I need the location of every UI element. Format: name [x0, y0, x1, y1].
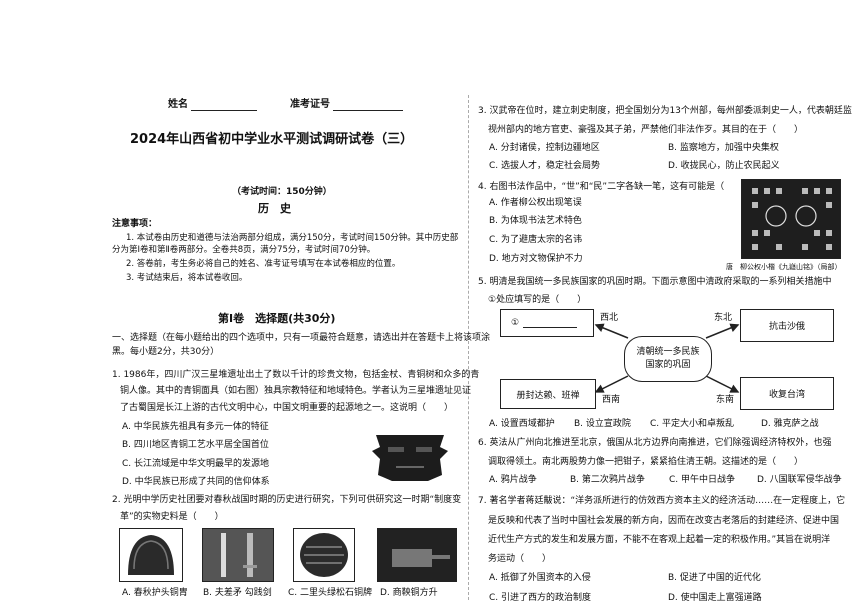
page-title: 2024年山西省初中学业水平测试调研试卷（三） — [130, 132, 414, 147]
diagram-box-taiwan: 收复台湾 — [740, 377, 834, 410]
q5-option-a[interactable]: A. 设置西域都护 — [489, 419, 555, 429]
q2-caption-c[interactable]: C. 二里头绿松石铜牌 — [288, 588, 373, 598]
diagram-box-1[interactable]: ① — [500, 309, 594, 337]
q5-stem: 5. 明清是我国统一多民族国家的巩固时期。下面示意图中清政府采取的一系列相关措施… — [478, 277, 832, 287]
note-line: 3. 考试结束后，将本试卷收回。 — [126, 273, 248, 283]
name-label: 姓名 — [168, 99, 188, 110]
bronze-measure-image — [377, 528, 457, 582]
q4-option-d[interactable]: D. 地方对文物保护不力 — [489, 254, 583, 264]
section-intro: 黑。每小题2分，共30分） — [112, 347, 220, 357]
time-note: （考试时间：150分钟） — [232, 187, 332, 197]
q3-option-c[interactable]: C. 选拔人才，稳定社会局势 — [489, 161, 601, 171]
section-title: 第Ⅰ卷 选择题(共30分) — [218, 312, 336, 325]
q6-option-b[interactable]: B. 第二次鸦片战争 — [570, 475, 645, 485]
column-divider — [468, 95, 469, 600]
q5-option-d[interactable]: D. 雅克萨之战 — [761, 419, 819, 429]
box-label: 册封达赖、班禅 — [516, 390, 580, 401]
notes-heading: 注意事项： — [112, 219, 158, 229]
direction-northeast: 东北 — [714, 313, 733, 323]
center-label-line: 国家的巩固 — [645, 360, 691, 370]
note-line: 1. 本试卷由历史和道德与法治两部分组成，满分150分，考试时间150分钟。其中… — [126, 233, 459, 243]
helmet-image — [119, 528, 183, 582]
q3-option-d[interactable]: D. 收拢民心，防止农民起义 — [668, 161, 780, 171]
q1-stem: 1. 1986年，四川广汉三星堆遗址出土了数以千计的珍贵文物，包括金杖、青铜树和… — [112, 370, 480, 380]
q1-stem: 铜人像。其中的青铜面具（如右图）独具宗教特征和地域特色。学者认为三星堆遗址见证 — [120, 386, 472, 396]
q2-caption-a[interactable]: A. 春秋护头铜胄 — [122, 588, 188, 598]
diagram-center-node: 清朝统一多民族 国家的巩固 — [624, 336, 712, 382]
section-intro: 一、选择题（在每小题给出的四个选项中，只有一项最符合题意，请选出并在答题卡上将该… — [112, 333, 491, 343]
center-label-line: 清朝统一多民族 — [636, 347, 700, 357]
q4-option-b[interactable]: B. 为体现书法艺术特色 — [489, 216, 582, 226]
q7-option-c[interactable]: C. 引进了西方的政治制度 — [489, 593, 592, 603]
name-field[interactable]: 姓名 — [168, 99, 258, 111]
q6-option-a[interactable]: A. 鸦片战争 — [489, 475, 537, 485]
exam-no-label: 准考证号 — [290, 99, 330, 110]
q1-stem: 了古蜀国是长江上游的古代文明中心，中国文明重要的起源地之一。这说明（ ） — [120, 403, 454, 413]
q4-option-c[interactable]: C. 为了避唐太宗的名讳 — [489, 235, 583, 245]
direction-southeast: 东南 — [716, 395, 735, 405]
q3-option-a[interactable]: A. 分封诸侯，控制边疆地区 — [489, 143, 600, 153]
bronze-mask-image — [372, 435, 448, 481]
note-line: 分为第Ⅰ卷和第Ⅱ卷两部分。全卷共8页，满分75分，考试时间70分钟。 — [112, 245, 376, 255]
q1-option-c[interactable]: C. 长江流域是中华文明最早的发源地 — [122, 459, 270, 469]
q6-option-c[interactable]: C. 甲午中日战争 — [669, 475, 736, 485]
blank-marker: ① — [511, 318, 520, 328]
q3-stem: 视州部内的地方官吏、豪强及其子弟，严禁他们非法作歹。其目的在于（ ） — [488, 125, 804, 135]
q5-option-c[interactable]: C. 平定大小和卓叛乱 — [650, 419, 735, 429]
q5-stem: ①处应填写的是（ ） — [488, 295, 587, 305]
q3-stem: 3. 汉武帝在位时，建立刺史制度，把全国划分为13个州部，每州部委派刺史一人，代… — [478, 106, 852, 116]
q4-option-a[interactable]: A. 作者柳公权出现笔误 — [489, 198, 582, 208]
name-blank[interactable] — [191, 101, 258, 111]
q6-stem: 调取得领土。南北两股势力像一把钳子，紧紧掐住清王朝。这描述的是（ ） — [488, 457, 804, 467]
q3-option-b[interactable]: B. 监察地方，加强中央集权 — [668, 143, 779, 153]
q7-stem: 7. 著名学者蒋廷黻说：“洋务派所进行的仿效西方资本主义的经济活动……在一定程度… — [478, 496, 846, 506]
q2-stem: 革”的实物史料是（ ） — [120, 512, 224, 522]
q7-option-b[interactable]: B. 促进了中国的近代化 — [668, 573, 761, 583]
diagram-box-dalai: 册封达赖、班禅 — [500, 379, 596, 409]
q2-caption-d[interactable]: D. 商鞅铜方升 — [380, 588, 438, 598]
direction-southwest: 西南 — [602, 395, 621, 405]
subject-heading: 历 史 — [258, 202, 291, 215]
q5-option-b[interactable]: B. 设立宣政院 — [574, 419, 631, 429]
q7-stem: 务运动（ ） — [488, 554, 552, 564]
exam-no-field[interactable]: 准考证号 — [290, 99, 404, 111]
note-line: 2. 答卷前，考生务必将自己的姓名、准考证号填写在本试卷相应的位置。 — [126, 259, 401, 269]
turquoise-plaque-image — [293, 528, 355, 582]
q1-option-d[interactable]: D. 中华民族已形成了共同的信仰体系 — [122, 477, 270, 487]
q2-caption-b[interactable]: B. 夫差矛 勾践剑 — [203, 588, 272, 598]
exam-no-blank[interactable] — [333, 101, 404, 111]
box-label: 抗击沙俄 — [768, 322, 805, 332]
diagram-box-resist-russia: 抗击沙俄 — [740, 309, 834, 342]
direction-northwest: 西北 — [600, 313, 619, 323]
q1-option-a[interactable]: A. 中华民族先祖具有多元一体的特征 — [122, 422, 269, 432]
calligraphy-image — [741, 179, 841, 259]
blank-line[interactable] — [523, 319, 578, 328]
spear-sword-image — [202, 528, 274, 582]
q4-image-caption: 唐 柳公权小楷《九嶷山铭》（局部） — [726, 263, 842, 271]
q6-option-d[interactable]: D. 八国联军侵华战争 — [757, 475, 842, 485]
q6-stem: 6. 英法从广州向北推进至北京，俄国从北方边界向南推进，它们除强调经济特权外，也… — [478, 438, 832, 448]
q2-stem: 2. 光明中学历史社团要对春秋战国时期的历史进行研究，下列可供研究这一时期“制度… — [112, 495, 462, 505]
q1-option-b[interactable]: B. 四川地区青铜工艺水平居全国首位 — [122, 440, 269, 450]
q7-option-d[interactable]: D. 使中国走上富强道路 — [668, 593, 762, 603]
q7-option-a[interactable]: A. 抵御了外国资本的入侵 — [489, 573, 591, 583]
q7-stem: 是反映和代表了当时中国社会发展的新方向，因而在改变古老落后的封建经济、促进中国 — [488, 516, 840, 526]
q7-stem: 近代生产方式的发生和发展方面，不能不在客观上起着一定的积极作用。”其旨在说明洋 — [488, 535, 831, 545]
q4-stem: 4. 右图书法作品中，“世”和“民”二字各缺一笔，这有可能是（ ） — [478, 182, 752, 192]
box-label: 收复台湾 — [768, 390, 805, 400]
